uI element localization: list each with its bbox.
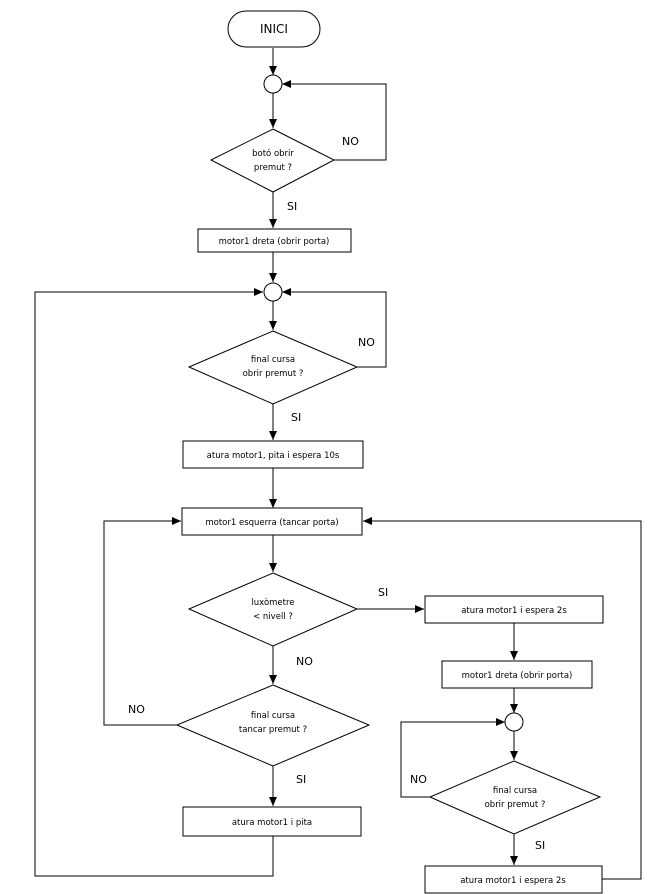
- svg-text:obrir premut ?: obrir premut ?: [243, 369, 304, 379]
- svg-text:atura motor1, pita i espera 10: atura motor1, pita i espera 10s: [207, 451, 340, 461]
- svg-text:final cursa: final cursa: [493, 786, 537, 796]
- svg-text:< nivell ?: < nivell ?: [253, 612, 293, 622]
- svg-text:tancar premut ?: tancar premut ?: [239, 725, 307, 735]
- edge-button-no-loop: [282, 80, 387, 161]
- decision-lux-level: luxòmetre < nivell ?: [187, 572, 359, 647]
- process-motor-right-1: motor1 dreta (obrir porta): [197, 228, 352, 253]
- edge-endopen2-no-loop: [400, 718, 505, 798]
- label-no-lux: NO: [296, 655, 313, 668]
- svg-text:motor1 dreta (obrir porta): motor1 dreta (obrir porta): [219, 237, 330, 247]
- label-yes-end-open-1: SI: [291, 411, 301, 424]
- start-label: INICI: [260, 22, 288, 36]
- process-stop-wait-b: atura motor1 i espera 2s: [424, 865, 603, 894]
- process-motor-right-2: motor1 dreta (obrir porta): [441, 660, 593, 689]
- label-no-end-close: NO: [128, 703, 145, 716]
- process-motor-left: motor1 esquerra (tancar porta): [181, 507, 363, 536]
- merge-node-1: [263, 74, 283, 94]
- svg-text:atura motor1 i espera 2s: atura motor1 i espera 2s: [460, 876, 566, 886]
- decision-end-open-1: final cursa obrir premut ?: [187, 330, 359, 405]
- connectors: [34, 48, 642, 880]
- process-stop-beep: atura motor1 i pita: [182, 806, 362, 837]
- decision-end-open-2: final cursa obrir premut ?: [428, 760, 602, 835]
- edge-endclose-no-loop: [103, 517, 181, 726]
- decision-button-pressed: botó obrir premut ?: [209, 128, 336, 193]
- svg-text:premut ?: premut ?: [254, 163, 292, 173]
- edge-stopbeep-loop: [34, 288, 274, 877]
- label-yes-button: SI: [287, 200, 297, 213]
- svg-text:botó obrir: botó obrir: [252, 148, 294, 159]
- start-terminal: INICI: [227, 10, 321, 48]
- svg-text:luxòmetre: luxòmetre: [251, 597, 294, 608]
- label-yes-end-close: SI: [296, 773, 306, 786]
- label-no-end-open-2: NO: [410, 773, 427, 786]
- svg-text:atura motor1 i pita: atura motor1 i pita: [232, 818, 312, 828]
- label-no-button: NO: [342, 135, 359, 148]
- svg-text:atura motor1 i espera 2s: atura motor1 i espera 2s: [461, 606, 567, 616]
- svg-text:final cursa: final cursa: [251, 711, 295, 721]
- edge-endopen1-no-loop: [282, 288, 387, 368]
- svg-text:motor1 dreta (obrir porta): motor1 dreta (obrir porta): [462, 671, 573, 681]
- process-stop-beep-wait: atura motor1, pita i espera 10s: [182, 440, 364, 469]
- label-yes-end-open-2: SI: [535, 839, 545, 852]
- svg-text:obrir premut ?: obrir premut ?: [485, 800, 546, 810]
- merge-node-2: [263, 282, 283, 302]
- edge-stopwaitb-loop: [363, 517, 642, 880]
- decision-end-close: final cursa tancar premut ?: [175, 684, 371, 767]
- label-yes-lux: SI: [378, 586, 388, 599]
- svg-text:motor1 esquerra (tancar porta): motor1 esquerra (tancar porta): [205, 518, 338, 528]
- process-stop-wait-a: atura motor1 i espera 2s: [424, 595, 604, 624]
- svg-text:final cursa: final cursa: [251, 355, 295, 365]
- label-no-end-open-1: NO: [358, 336, 375, 349]
- merge-node-3: [504, 712, 524, 732]
